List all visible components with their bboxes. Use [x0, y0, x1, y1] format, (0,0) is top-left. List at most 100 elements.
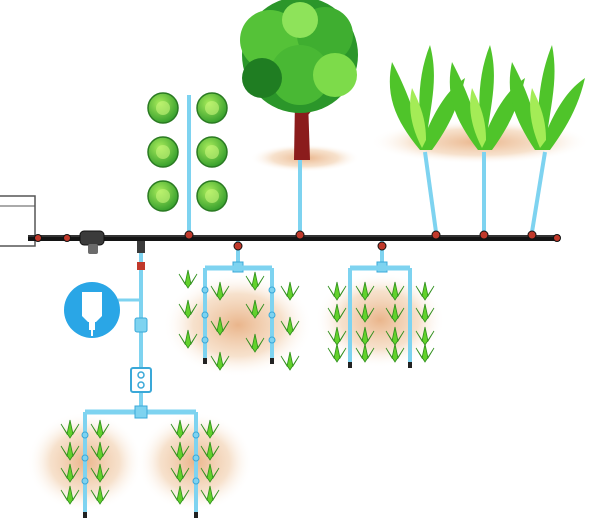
ornamental-grasses: [389, 45, 585, 240]
seedling-icon: [178, 329, 198, 349]
valve-icon: [479, 230, 489, 240]
seedling-icon: [200, 419, 220, 439]
seedling-icon: [178, 299, 198, 319]
emitter-icon: [201, 286, 209, 294]
cabbage-icon: [147, 92, 179, 124]
seedling-icon: [170, 419, 190, 439]
emitter-icon: [81, 454, 89, 462]
emitter-icon: [268, 286, 276, 294]
grass-icon: [449, 45, 525, 150]
valve-icon: [295, 230, 305, 240]
grass-lateral: [423, 151, 438, 233]
lateral-end-cap: [270, 358, 274, 364]
controller-dial: [137, 381, 145, 389]
cabbage-icon: [147, 136, 179, 168]
injector-fitting: [134, 317, 148, 333]
filter: [79, 230, 105, 254]
lateral-end-cap: [203, 358, 207, 364]
emitter-icon: [192, 454, 200, 462]
cabbage-icon: [196, 136, 228, 168]
grass-icon: [509, 45, 585, 150]
valve-icon: [63, 234, 71, 242]
fertilizer-bag-icon: [82, 292, 102, 336]
seedling-icon: [327, 281, 347, 301]
seedling-icon: [170, 441, 190, 461]
cabbage-bed: [147, 92, 228, 240]
cabbage-icon: [147, 180, 179, 212]
seedling-icon: [90, 463, 110, 483]
valve-icon: [34, 234, 42, 242]
seedling-icon: [385, 281, 405, 301]
seedling-icon: [90, 441, 110, 461]
seedling-icon: [415, 343, 435, 363]
grass-icon: [389, 45, 465, 150]
lateral-end-cap: [348, 362, 352, 368]
fertilizer-injector: [64, 282, 148, 338]
soil-patch: [315, 272, 445, 368]
emitter-icon: [81, 431, 89, 439]
seedling-icon: [385, 303, 405, 323]
seedling-icon: [200, 485, 220, 505]
seedling-icon: [245, 333, 265, 353]
emitter-icon: [201, 336, 209, 344]
valve-icon: [527, 230, 537, 240]
seedling-icon: [60, 419, 80, 439]
seedling-icon: [245, 271, 265, 291]
seedling-icon: [280, 351, 300, 371]
seedling-icon: [200, 463, 220, 483]
seedling-icon: [60, 441, 80, 461]
emitter-icon: [192, 477, 200, 485]
seedling-icon: [327, 326, 347, 346]
emitter-icon: [268, 311, 276, 319]
seedling-icon: [280, 281, 300, 301]
branch-coupling: [137, 241, 145, 253]
seedling-icon: [90, 419, 110, 439]
seedling-icon: [245, 299, 265, 319]
seedling-icon: [415, 326, 435, 346]
soil-patch: [163, 273, 313, 377]
seedling-beds: [60, 268, 435, 518]
lateral-end-cap: [194, 512, 198, 518]
valve-icon: [233, 241, 243, 251]
filter-icon: [79, 230, 105, 246]
main-line: [28, 235, 560, 241]
seedling-icon: [355, 326, 375, 346]
filter-bowl: [88, 244, 98, 254]
seedling-icon: [210, 281, 230, 301]
controller-dial: [137, 371, 145, 379]
seedling-icon: [200, 441, 220, 461]
cabbage-icon: [196, 180, 228, 212]
seedling-icon: [385, 326, 405, 346]
seedling-icon: [355, 303, 375, 323]
cabbage-icon: [196, 92, 228, 124]
branch-coupling: [137, 262, 145, 270]
tree-icon: [240, 0, 358, 113]
lower-manifold: [85, 405, 196, 419]
seedling-icon: [415, 281, 435, 301]
controller-icon: [130, 367, 152, 393]
seedling-icon: [60, 463, 80, 483]
seedling-icon: [355, 281, 375, 301]
emitter-icon: [81, 477, 89, 485]
seedling-icon: [327, 343, 347, 363]
main-valves: [34, 234, 561, 242]
seedling-icon: [210, 351, 230, 371]
manifold-tee: [134, 405, 148, 419]
controller: [130, 367, 152, 393]
seedling-icon: [280, 316, 300, 336]
seedling-icon: [327, 303, 347, 323]
seedling-icon: [210, 316, 230, 336]
valve-icon: [184, 230, 194, 240]
seedling-icon: [170, 485, 190, 505]
seedling-icon: [170, 463, 190, 483]
valve-icon: [431, 230, 441, 240]
seedling-icon: [90, 485, 110, 505]
grass-lateral: [530, 151, 547, 233]
seedling-icon: [385, 343, 405, 363]
emitter-icon: [192, 431, 200, 439]
shade-tree: [240, 0, 358, 240]
seedling-icon: [415, 303, 435, 323]
lateral-end-cap: [83, 512, 87, 518]
valve-icon: [553, 234, 561, 242]
